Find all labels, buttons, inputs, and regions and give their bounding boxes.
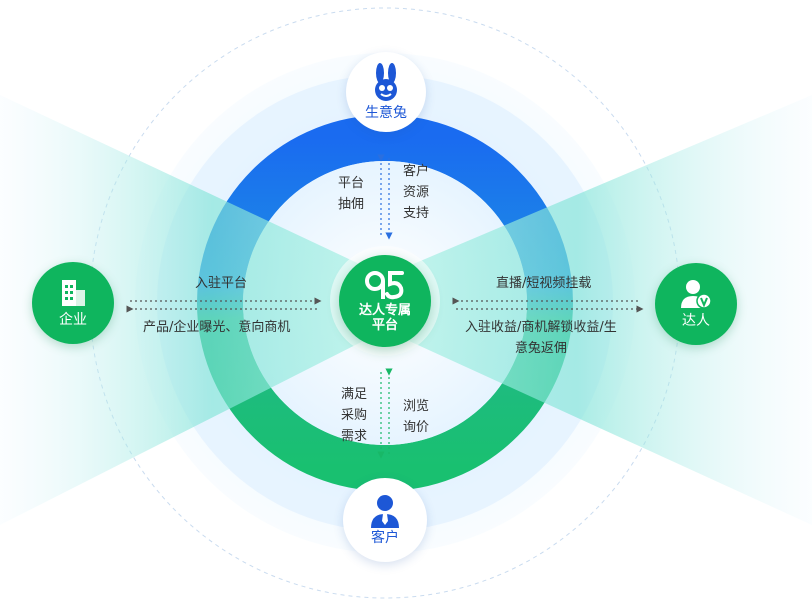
talent-node[interactable]: 达人 [655,263,737,345]
flow-browse-inquiry: 浏览 询价 [403,396,429,438]
flow-top-left-line2: 抽佣 [338,197,365,212]
rabbit-node[interactable]: 生意兔 [346,52,426,132]
flow-bottom-left-line3: 需求 [341,429,368,444]
rabbit-label: 生意兔 [365,105,407,121]
flow-left-bottom: 产品/企业曝光、意向商机 [143,320,291,335]
verified-user-icon [681,280,712,309]
person-tie-icon [371,495,399,528]
flow-left-top: 入驻平台 [195,276,248,291]
flow-right-bottom-line1: 入驻收益/商机解锁收益/生 [465,320,617,335]
enterprise-label: 企业 [59,312,87,328]
flow-bottom-right-line2: 询价 [403,420,430,435]
rabbit-mascot-icon [375,63,397,101]
customer-node[interactable]: 客户 [343,478,427,562]
flow-bottom-right-line1: 浏览 [403,399,430,414]
flow-top-right-line1: 客户 [403,164,430,179]
flow-customer-resource-support: 客户 资源 支持 [403,161,429,224]
flow-bottom-left-line2: 采购 [341,408,368,423]
left-beam [0,95,385,525]
platform-logo-icon [365,271,404,300]
flow-platform-commission: 平台 抽佣 [338,173,364,215]
flow-top-left-line1: 平台 [338,176,365,191]
flow-bottom-left-line1: 满足 [341,387,368,402]
center-platform-node[interactable]: 达人专属 平台 [339,255,431,347]
flow-top-right-line3: 支持 [403,206,430,221]
flow-right-top: 直播/短视频挂载 [496,276,592,291]
customer-label: 客户 [371,530,399,546]
right-beam [385,95,812,525]
talent-label: 达人 [682,313,710,329]
flow-right-bottom-line2: 意兔返佣 [514,341,567,356]
flow-top-right-line2: 资源 [403,185,430,200]
center-label-line2: 平台 [371,318,398,333]
enterprise-node[interactable]: 企业 [32,262,114,344]
center-label-line1: 达人专属 [358,303,411,318]
building-icon [62,280,85,306]
flow-right-bottom: 入驻收益/商机解锁收益/生 意兔返佣 [465,317,617,359]
flow-meet-procurement: 满足 采购 需求 [341,384,367,447]
